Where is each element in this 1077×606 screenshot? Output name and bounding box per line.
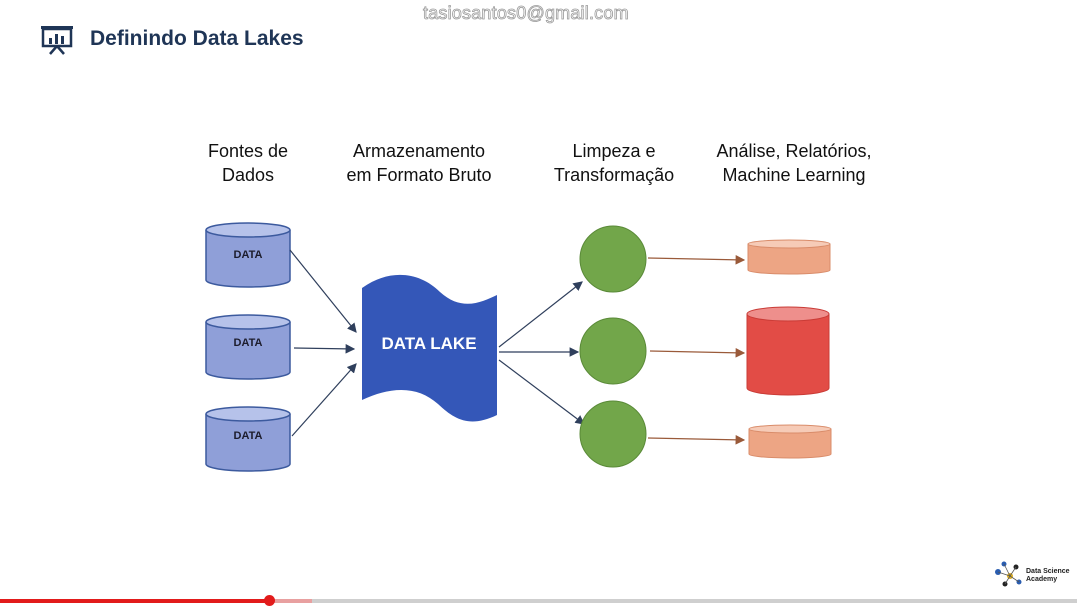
source-cylinder-2: DATA <box>205 314 291 380</box>
arrow-lake-to-processor-1 <box>498 281 583 348</box>
processor-node-3 <box>579 400 647 468</box>
arrow-source-3-to-lake <box>291 363 357 437</box>
video-scrubber-handle[interactable] <box>263 595 275 606</box>
output-cylinder-small-2 <box>748 424 832 459</box>
arrow-lake-to-processor-3 <box>498 359 585 425</box>
video-progress-bar <box>0 599 270 603</box>
processor-node-1 <box>579 225 647 293</box>
column-label-analysis: Análise, Relatórios, Machine Learning <box>716 141 872 185</box>
column-label-sources: Fontes de Dados <box>207 141 289 185</box>
source-cylinder-1: DATA <box>205 222 291 288</box>
video-buffer-bar <box>269 599 313 603</box>
source-label: DATA <box>234 249 263 261</box>
arrow-processor-2-to-output-2 <box>649 348 746 358</box>
column-label-cleaning: Limpeza e Transformação <box>553 141 675 185</box>
video-progress-track[interactable] <box>0 599 1077 603</box>
arrow-source-1-to-lake <box>289 249 357 333</box>
logo-text: Data Science Academy <box>1026 568 1070 583</box>
data-science-academy-logo <box>995 561 1022 587</box>
output-cylinder-small-1 <box>747 239 831 275</box>
arrow-processor-1-to-output-1 <box>647 255 746 265</box>
arrow-processor-3-to-output-3 <box>647 435 746 445</box>
processor-node-2 <box>579 317 647 385</box>
presentation-chart-icon <box>41 26 73 55</box>
column-label-raw-storage: Armazenamento em Formato Bruto <box>346 141 492 185</box>
output-cylinder-large <box>746 306 830 396</box>
data-lake-shape: DATA LAKE <box>362 274 497 422</box>
arrow-source-2-to-lake <box>293 344 356 354</box>
page-title: Definindo Data Lakes <box>90 27 304 50</box>
source-label: DATA <box>234 337 263 349</box>
email-watermark: tasiosantos0@gmail.com <box>423 3 629 24</box>
source-cylinder-3: DATA <box>205 406 291 472</box>
source-label: DATA <box>234 430 263 442</box>
data-lake-label: DATA LAKE <box>381 334 476 353</box>
